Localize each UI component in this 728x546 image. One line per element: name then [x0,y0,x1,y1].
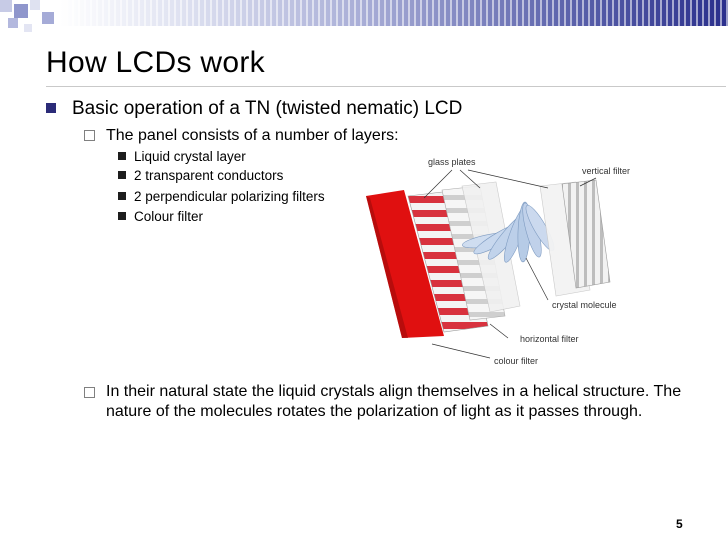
label-crystal-molecule: crystal molecule [552,300,617,310]
label-horizontal-filter: horizontal filter [520,334,579,344]
slide-title: How LCDs work [46,46,265,79]
bullet-level1-text: Basic operation of a TN (twisted nematic… [72,98,463,119]
crystal-molecule-helix [462,201,555,263]
small-square-bullet-icon [118,212,126,220]
bullet-level3-text: 2 perpendicular polarizing filters [134,189,325,204]
bullet-level2-helical-text: In their natural state the liquid crysta… [106,383,682,420]
title-divider [46,86,726,87]
page-number: 5 [676,517,683,531]
bullet-level2-layers-text: The panel consists of a number of layers… [106,127,399,144]
label-glass-plates: glass plates [428,157,476,167]
hollow-square-bullet-icon [84,130,95,141]
header-squares-decoration [0,0,54,32]
bullet-level3-text: 2 transparent conductors [134,168,284,183]
label-colour-filter: colour filter [494,356,538,366]
square-bullet-icon [46,103,56,113]
hollow-square-bullet-icon [84,387,95,398]
label-vertical-filter: vertical filter [582,166,630,176]
small-square-bullet-icon [118,192,126,200]
small-square-bullet-icon [118,152,126,160]
bullet-level3-text: Liquid crystal layer [134,149,246,164]
bullet-level3-text: Colour filter [134,209,204,224]
vertical-filter-layer [561,179,611,289]
label-leader-lines [423,169,597,359]
small-square-bullet-icon [118,171,126,179]
colour-filter-layer [366,190,444,338]
header-band [60,0,728,26]
